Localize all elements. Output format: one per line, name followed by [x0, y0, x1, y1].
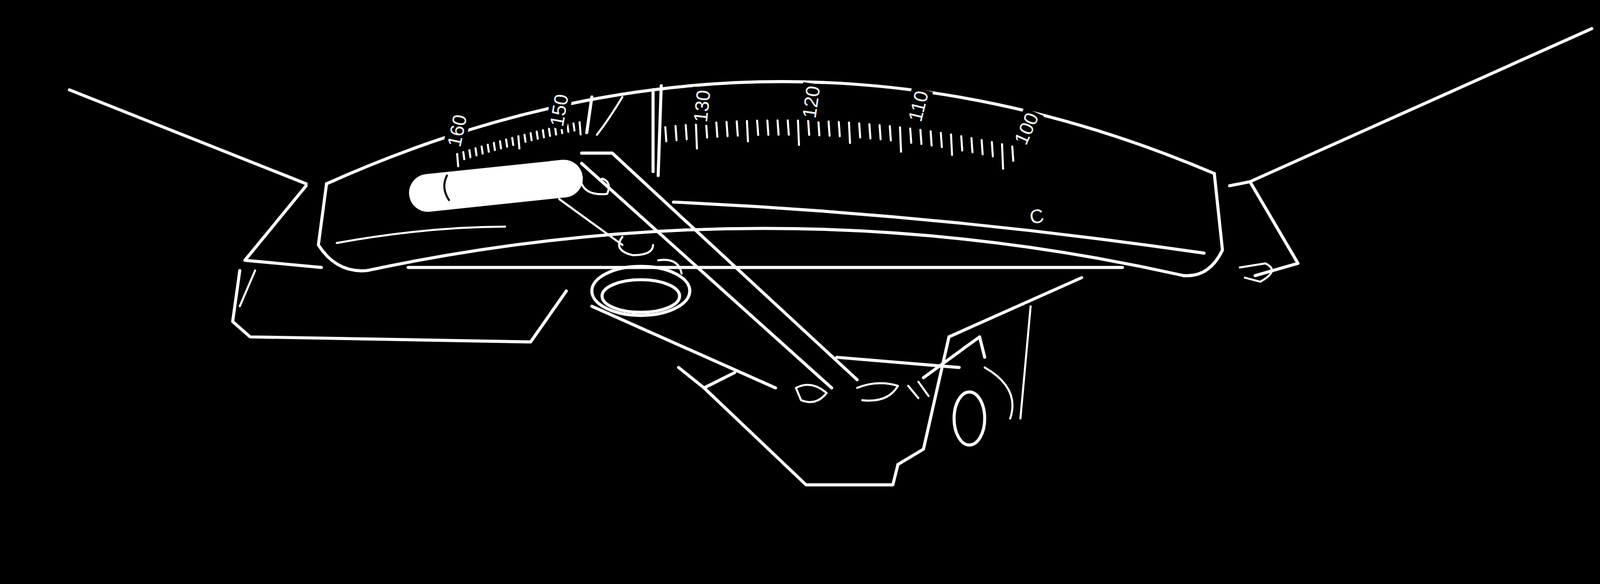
scale-tick: [481, 146, 483, 154]
scale-tick: [549, 128, 551, 136]
scale-tick: [941, 132, 943, 148]
lower-bracket: [232, 270, 1082, 485]
scale-tick: [930, 131, 932, 146]
scale-tick: [524, 134, 526, 142]
scale-tick: [536, 131, 538, 139]
scale-tick: [573, 123, 575, 131]
scale-number: 130: [689, 87, 715, 126]
scale-tick: [777, 120, 779, 135]
scale-tick: [665, 127, 667, 142]
scale-number: 160: [442, 110, 472, 151]
scale-tick: [512, 137, 514, 145]
pointer-arm: [408, 152, 857, 388]
scale-tick: [828, 121, 830, 136]
scale-tick: [787, 120, 789, 135]
scale-tick: [818, 121, 820, 136]
scale-tick: [849, 122, 851, 144]
scale-tick: [858, 123, 860, 138]
scale-tick: [767, 120, 769, 135]
scale-tick: [1002, 144, 1004, 169]
scale-tick: [910, 128, 912, 143]
scale-number: 110: [903, 86, 933, 126]
scale-tick: [457, 154, 459, 167]
scale-tick: [797, 120, 799, 145]
scale-tick: [920, 129, 922, 144]
outer-lines: [69, 28, 1592, 276]
scale-tick: [991, 142, 993, 157]
scale-tick: [869, 124, 871, 139]
scale-tick: [1012, 146, 1014, 161]
scale-tick: [487, 144, 489, 152]
scale-tick: [579, 122, 581, 135]
scale-tick: [567, 124, 569, 132]
scale-tick: [555, 127, 557, 135]
scale-tick: [747, 121, 749, 142]
scale-tick: [736, 121, 738, 136]
scale-tick: [463, 151, 465, 159]
scale-tick: [500, 141, 502, 149]
part-letter: C: [1025, 204, 1048, 229]
scale-tick: [685, 124, 688, 139]
scale-tick: [838, 122, 840, 137]
scale-tick: [726, 121, 728, 136]
scale-tick: [950, 134, 952, 156]
scale-tick: [695, 123, 697, 149]
scale-tick: [889, 125, 891, 140]
pivot-foot: [1240, 263, 1272, 282]
scale-tick: [716, 122, 718, 137]
scale-tick: [542, 130, 544, 138]
scale-ticks: [457, 120, 1014, 169]
scale-tick: [530, 132, 532, 140]
scale-number: 120: [797, 82, 825, 122]
scale-tick: [961, 136, 963, 151]
clamp-knob: [591, 236, 690, 316]
scale-arc: [318, 81, 1223, 276]
scale-tick: [505, 139, 508, 147]
scale-tick: [469, 150, 471, 158]
scale-tick: [879, 124, 881, 139]
scale-tick: [757, 120, 759, 135]
scale-tick: [494, 142, 496, 150]
scale-tick: [705, 123, 708, 138]
scale-tick: [675, 125, 677, 140]
scale-tick: [900, 127, 902, 152]
scale-tick: [518, 136, 520, 149]
scale-number: 100: [1009, 107, 1044, 150]
scale-number: 150: [545, 90, 573, 130]
scale-tick: [981, 140, 983, 155]
scale-tick: [971, 137, 973, 152]
scale-tick: [808, 120, 810, 135]
scale-tick: [475, 148, 477, 156]
